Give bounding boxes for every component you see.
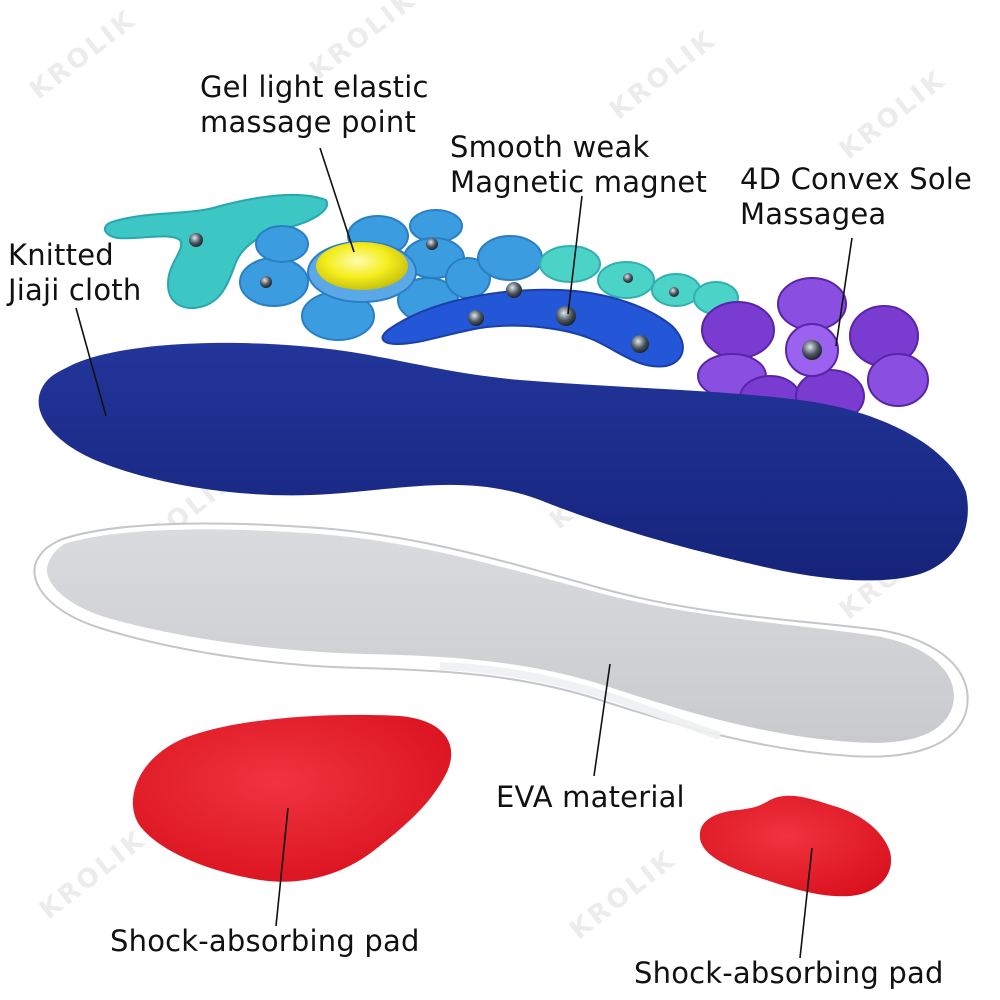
magnet-dot (506, 282, 522, 298)
leader-line-pad-left (275, 807, 289, 927)
label-shock-pad-right: Shock-absorbing pad (634, 956, 944, 990)
knitted-cloth-layer (38, 342, 968, 581)
cyan-bump-magnets (623, 273, 679, 297)
shock-pad-left (132, 714, 452, 882)
leader-line-eva (593, 663, 611, 777)
magnet-dot (802, 340, 822, 360)
gel-massage-point (307, 241, 417, 303)
leader-line-pad-right (799, 847, 813, 959)
label-knitted-cloth: Knitted Jiaji cloth (8, 238, 142, 308)
magnet-dot (631, 335, 649, 353)
leader-line-gel (319, 147, 355, 253)
magnet-dot (189, 233, 203, 247)
convex-sole-massager (697, 277, 929, 423)
label-magnetic-magnet: Smooth weak Magnetic magnet (450, 130, 708, 200)
label-shock-pad-left: Shock-absorbing pad (110, 924, 420, 958)
leader-line-convex (835, 237, 853, 347)
leader-line-cloth (75, 307, 107, 417)
y-shaped-massage-piece (103, 193, 329, 309)
massage-pieces (103, 193, 929, 423)
eva-layer (33, 522, 969, 758)
label-eva-material: EVA material (496, 780, 685, 814)
label-gel-massage-point: Gel light elastic massage point (200, 70, 429, 140)
magnet-dot (468, 310, 484, 326)
shock-pad-right (699, 795, 892, 897)
magnet-arch (381, 282, 684, 368)
magnet-dot (556, 306, 576, 326)
leader-line-magnet (567, 195, 583, 315)
leader-lines (75, 147, 853, 959)
label-convex-sole: 4D Convex Sole Massagea (740, 162, 973, 232)
blue-bump-magnets (260, 238, 438, 288)
